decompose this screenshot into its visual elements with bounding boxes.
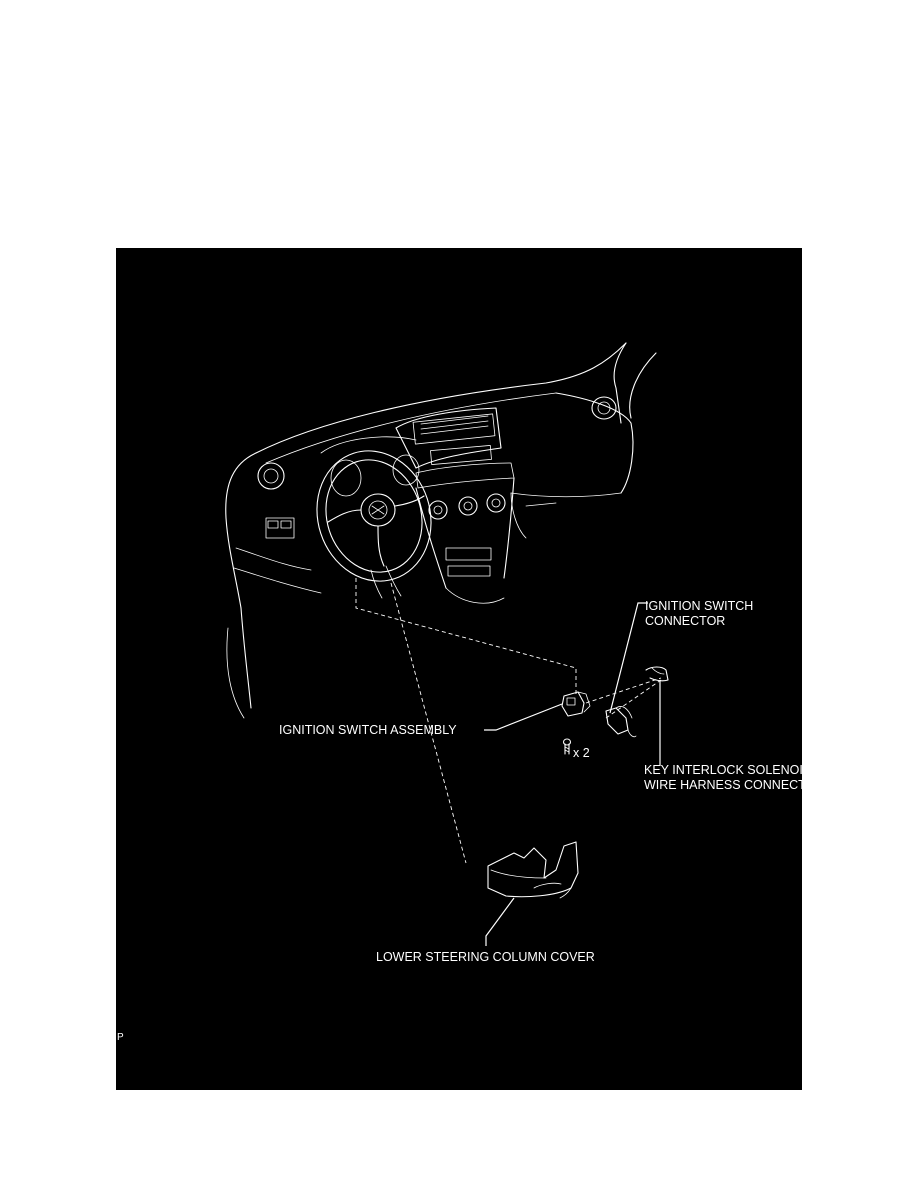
corner-mark: P xyxy=(117,1032,124,1043)
lower-steering-column-cover-part xyxy=(487,841,579,899)
screw-part xyxy=(562,738,572,755)
steering-wheel xyxy=(316,436,432,599)
projection-lines xyxy=(355,578,662,864)
leader-lines xyxy=(484,602,661,946)
label-ignition-switch-connector-1: IGNITION SWITCH xyxy=(645,599,753,613)
diagram-figure: IGNITION SWITCH CONNECTOR IGNITION SWITC… xyxy=(116,248,802,1090)
label-ignition-switch-connector-2: CONNECTOR xyxy=(645,614,725,628)
dashboard-outline xyxy=(225,342,657,719)
center-console xyxy=(395,407,515,604)
key-interlock-connector-part xyxy=(645,666,669,682)
label-key-interlock-1: KEY INTERLOCK SOLENOID xyxy=(644,763,802,777)
label-ignition-switch-assembly: IGNITION SWITCH ASSEMBLY xyxy=(279,723,457,737)
ignition-switch-connector-part xyxy=(605,706,637,738)
label-screw-count: x 2 xyxy=(573,746,590,760)
label-key-interlock-2: WIRE HARNESS CONNECTOR xyxy=(644,778,802,792)
ignition-switch-assembly-part xyxy=(561,691,591,717)
dashboard-illustration: IGNITION SWITCH CONNECTOR IGNITION SWITC… xyxy=(117,342,802,1043)
label-lower-steering-column-cover: LOWER STEERING COLUMN COVER xyxy=(376,950,595,964)
